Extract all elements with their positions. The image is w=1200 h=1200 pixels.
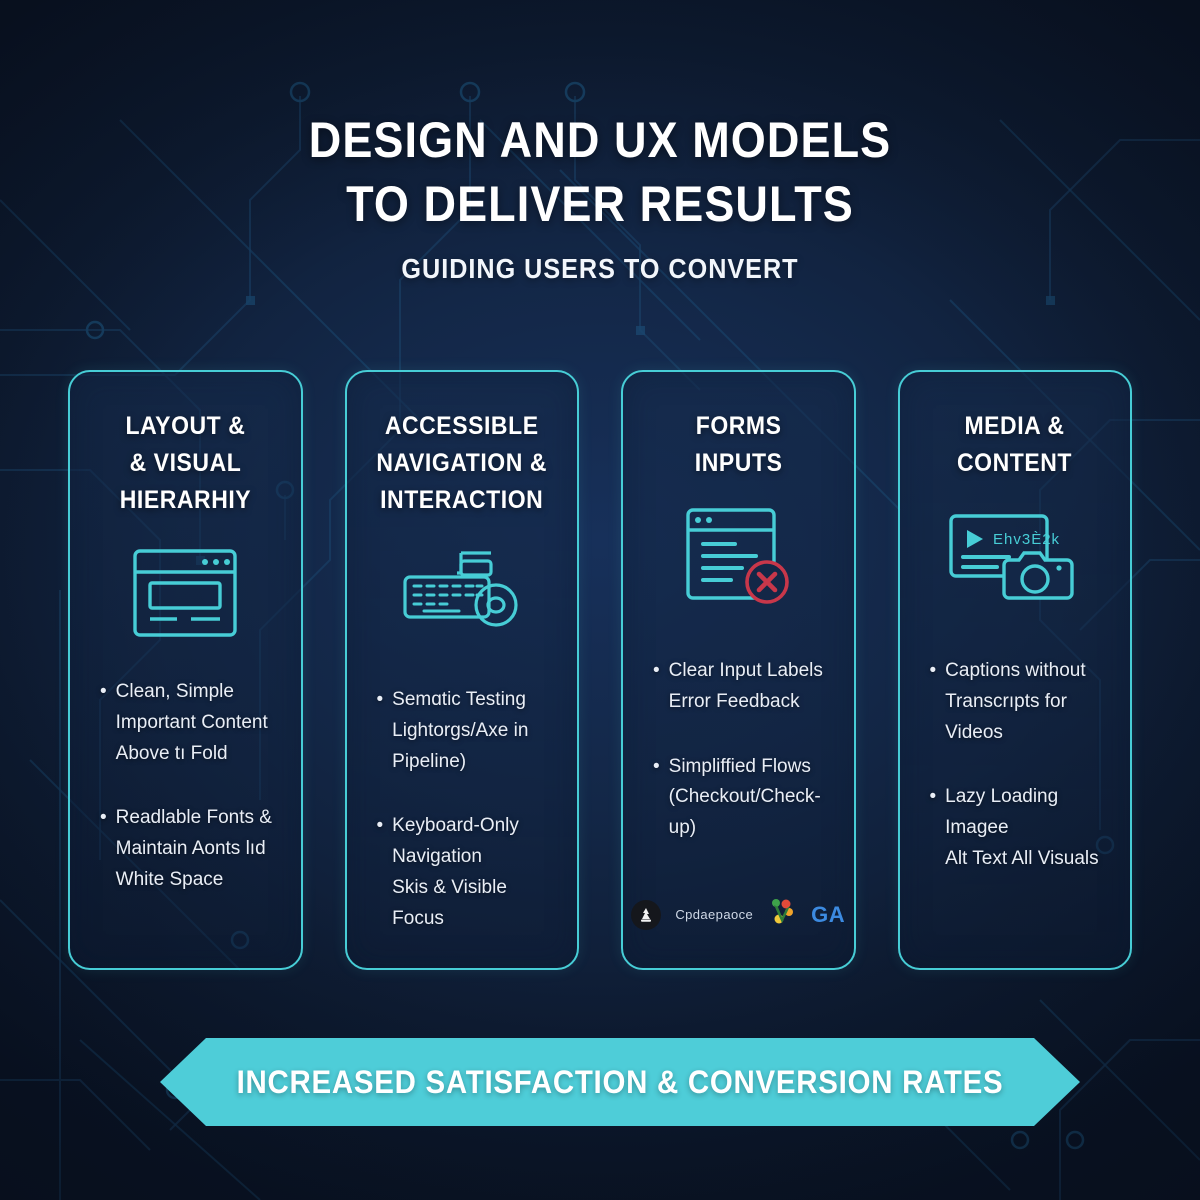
bullet-line: Important Content bbox=[115, 711, 268, 733]
card-grid: LAYOUT & & VISUAL HIERARHIY • bbox=[68, 370, 1132, 970]
bullet-dot: • bbox=[376, 689, 384, 710]
card-title-line: INTERACTION bbox=[380, 486, 544, 514]
bullet-line: Keyboard-Only Navigation bbox=[392, 815, 519, 868]
logo-ga-text: GA bbox=[811, 901, 846, 927]
bullet-line: (Checkout/Check-up) bbox=[668, 786, 821, 839]
card-title-line: & VISUAL bbox=[129, 449, 242, 477]
list-item: • Lazy Loading Imaɡee Alt Text All Visua… bbox=[930, 782, 1109, 874]
bullet-text: Clear Input Labels Error Feedback bbox=[669, 656, 832, 718]
bullet-dot: • bbox=[653, 755, 660, 777]
bullet-line: Readlable Fonts & bbox=[115, 807, 272, 829]
logo-wordmark: Cpdaepaoce bbox=[675, 907, 754, 922]
svg-text:Ehv3È2k: Ehv3È2k bbox=[993, 531, 1060, 548]
bullet-line: Captions without bbox=[945, 660, 1086, 681]
page-title-line-1: DESIGN AND UX MODELS bbox=[308, 112, 892, 168]
bullet-text: Captions without Transcrıpts for Videos bbox=[945, 656, 1108, 748]
list-item: • Clean, Simple Important Content Above … bbox=[100, 677, 279, 769]
card-forms-inputs[interactable]: FORMS INPUTS bbox=[621, 370, 856, 970]
page-title-line-2: TO DELIVER RESULTS bbox=[346, 176, 854, 232]
bullet-line: Maintain Aonts lıd bbox=[115, 838, 266, 860]
card-bullet-list: • Semɑtic Testing Lightorgs/Axe in Pipel… bbox=[369, 685, 556, 968]
bullet-line: White Space bbox=[115, 868, 224, 890]
card-bullet-list: • Clear Input Labels Error Feedback • Si… bbox=[645, 656, 832, 878]
bullet-text: Simpliffied Flows (Checkout/Check-up) bbox=[669, 752, 832, 844]
bullet-dot: • bbox=[100, 681, 107, 702]
card-bullet-list: • Captions without Transcrıpts for Video… bbox=[922, 656, 1109, 909]
bullet-text: Semɑtic Testing Lightorgs/Axe in Pipelin… bbox=[392, 685, 555, 777]
bullet-line: Clean, Simple bbox=[115, 681, 234, 702]
list-item: • Captions without Transcrıpts for Video… bbox=[930, 656, 1109, 748]
double-arrow-shape bbox=[160, 1038, 1080, 1126]
card-bullet-list: • Clean, Simple Important Content Above … bbox=[92, 677, 279, 930]
list-item: • Keyboard-Only Navigation Skis & Visibl… bbox=[377, 811, 556, 934]
bullet-text: Lazy Loading Imaɡee Alt Text All Visuals bbox=[945, 782, 1108, 874]
bullet-line: Clear Input Labels bbox=[668, 660, 823, 681]
bullet-line: Semɑtic Testing bbox=[392, 689, 526, 710]
card-media-content[interactable]: MEDIA & CONTENT Ehv3È2k bbox=[897, 370, 1132, 970]
list-item: • Semɑtic Testing Lightorgs/Axe in Pipel… bbox=[377, 685, 556, 777]
bullet-text: Keyboard-Only Navigation Skis & Visible … bbox=[392, 811, 555, 934]
bullet-line: Transcrıpts for Videos bbox=[945, 690, 1067, 743]
partner-logo-row: Cpdaepaoce GA bbox=[623, 897, 854, 932]
bullet-dot: • bbox=[929, 786, 937, 808]
list-item: • Clear Input Labels Error Feedback bbox=[653, 656, 832, 718]
card-title: FORMS INPUTS bbox=[694, 408, 782, 482]
bullet-dot: • bbox=[100, 807, 107, 829]
card-layout-visual-hierarchy[interactable]: LAYOUT & & VISUAL HIERARHIY • bbox=[68, 370, 303, 970]
bullet-line: Above tı Fold bbox=[115, 742, 228, 764]
bullet-line: Alt Text All Visuals bbox=[945, 847, 1099, 869]
list-item: • Simpliffied Flows (Checkout/Check-up) bbox=[653, 752, 832, 844]
header: DESIGN AND UX MODELS TO DELIVER RESULTS … bbox=[0, 108, 1200, 285]
logo-badge-icon bbox=[631, 899, 662, 930]
browser-layout-icon bbox=[131, 543, 239, 643]
card-title: MEDIA & CONTENT bbox=[957, 408, 1072, 482]
card-title-line: FORMS bbox=[695, 412, 782, 440]
card-accessible-navigation-interaction[interactable]: ACCESSIBLE NAVIGATION & INTERACTION bbox=[344, 370, 579, 970]
bullet-line: Simpliffied Flows bbox=[668, 755, 811, 777]
keyboard-mouse-icon bbox=[399, 543, 525, 629]
card-title-line: CONTENT bbox=[957, 449, 1073, 477]
bullet-text: Readlable Fonts & Maintain Aonts lıd Whi… bbox=[116, 803, 279, 895]
card-title-line: ACCESSIBLE bbox=[384, 412, 539, 440]
bullet-dot: • bbox=[376, 815, 384, 837]
outcome-banner-text: INCREASED SATISFACTION & CONVERSION RATE… bbox=[236, 1063, 1004, 1100]
card-title-line: HIERARHIY bbox=[119, 486, 251, 514]
bullet-dot: • bbox=[653, 660, 660, 681]
card-title-line: MEDIA & bbox=[964, 412, 1065, 440]
card-title-line: NAVIGATION & bbox=[376, 449, 548, 477]
bullet-dot: • bbox=[929, 660, 937, 681]
page-subtitle: GUIDING USERS TO CONVERT bbox=[401, 253, 799, 284]
video-camera-icon: Ehv3È2k bbox=[947, 506, 1083, 606]
bullet-line: Lazy Loading Imaɡee bbox=[945, 786, 1059, 839]
bullet-line: Error Feedback bbox=[668, 690, 800, 712]
card-title-line: LAYOUT & bbox=[125, 412, 246, 440]
card-title: LAYOUT & & VISUAL HIERARHIY bbox=[119, 408, 250, 519]
list-item: • Readlable Fonts & Maintain Aonts lıd W… bbox=[100, 803, 279, 895]
bullet-text: Clean, Simple Important Content Above tı… bbox=[116, 677, 279, 769]
logo-mark-icon bbox=[767, 897, 797, 932]
form-error-icon bbox=[684, 506, 792, 606]
bullet-line: Skis & Visible Focus bbox=[392, 876, 507, 929]
card-title: ACCESSIBLE NAVIGATION & INTERACTION bbox=[376, 408, 547, 519]
card-title-line: INPUTS bbox=[694, 449, 783, 477]
outcome-banner: INCREASED SATISFACTION & CONVERSION RATE… bbox=[160, 1038, 1080, 1126]
bullet-line: Lightorgs/Axe in Pipeline) bbox=[392, 719, 529, 772]
